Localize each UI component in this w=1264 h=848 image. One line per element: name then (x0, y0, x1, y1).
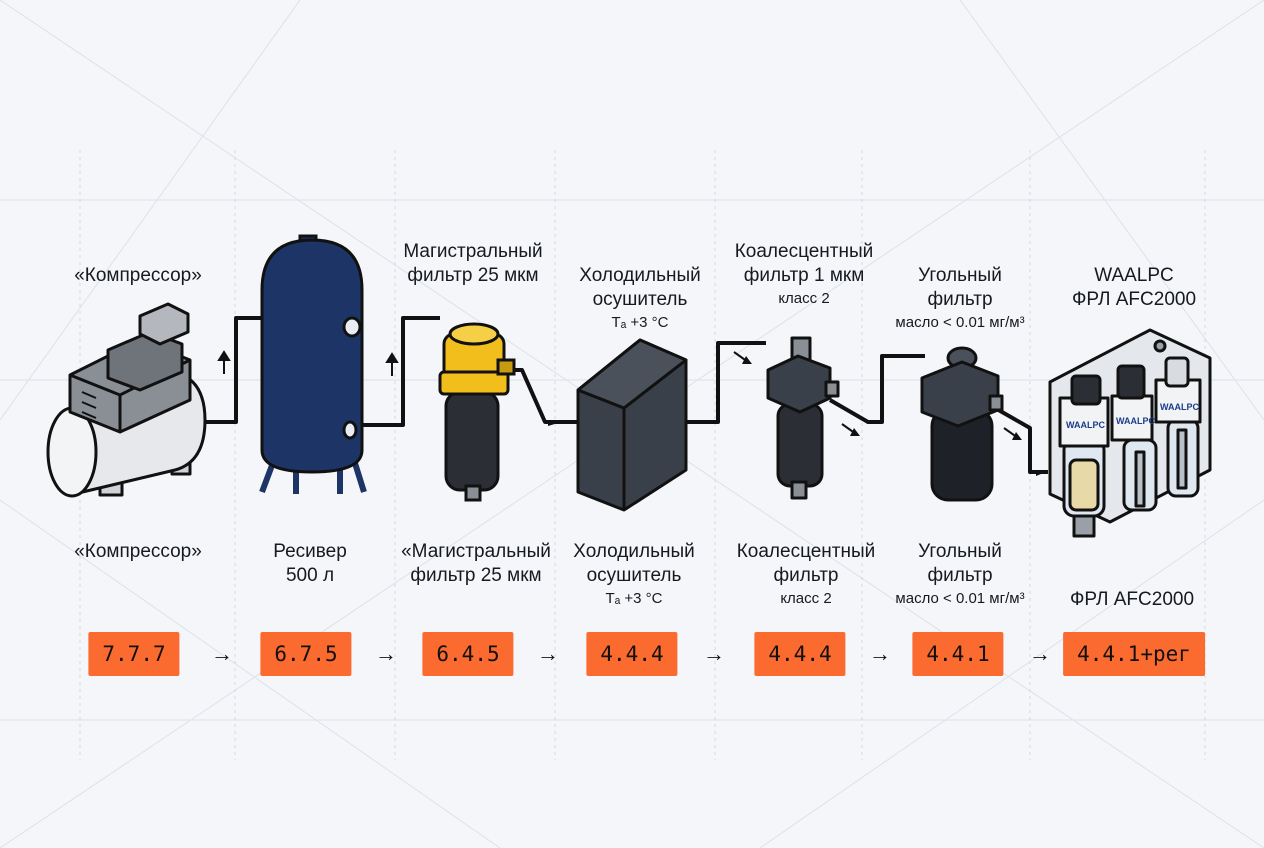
coalescent-filter-icon (766, 336, 840, 500)
top-label-coalescent: Коалесцентный фильтр 1 мкм класс 2 (734, 241, 874, 307)
frl-brand-labels: WAALPC WAALPC WAALPC (1066, 402, 1199, 430)
flow-arrow-5: → (869, 641, 891, 666)
flow-arrow-2: → (375, 641, 397, 666)
top-label-compressor: «Компрессор» (74, 265, 202, 286)
bottom-label-carbon: Угольный фильтр масло < 0.01 мг/м³ (895, 541, 1025, 607)
frl-unit-icon (1048, 328, 1212, 538)
bottom-label-frl: ФРЛ AFC2000 (1069, 589, 1195, 610)
class-badge-frl: 4.4.1+рег (1063, 632, 1205, 676)
compressor-icon (46, 302, 207, 498)
flow-arrow-1: → (211, 641, 233, 666)
bottom-label-compressor: «Компрессор» (74, 541, 202, 562)
svg-text:WAALPC: WAALPC (1116, 416, 1155, 426)
class-badge-coalescent: 4.4.4 (754, 632, 846, 676)
svg-text:WAALPC: WAALPC (1066, 420, 1105, 430)
top-label-carbon: Угольный фильтр масло < 0.01 мг/м³ (895, 265, 1025, 331)
flow-arrow-6: → (1029, 641, 1051, 666)
top-label-frl: WAALPC ФРЛ AFC2000 (1071, 265, 1197, 310)
class-badge-receiver: 6.7.5 (260, 632, 352, 676)
bottom-label-receiver: Ресивер 500 л (273, 541, 347, 586)
bottom-label-dryer: Холодильный осушитель Tₐ +3 °C (573, 541, 695, 607)
class-badge-compressor: 7.7.7 (88, 632, 180, 676)
refrigerated-dryer-icon (576, 338, 688, 512)
flow-arrow-3: → (537, 641, 559, 666)
main-filter-icon (438, 322, 516, 502)
carbon-filter-icon (920, 346, 1004, 502)
class-badge-main-filter: 6.4.5 (422, 632, 514, 676)
svg-text:WAALPC: WAALPC (1160, 402, 1199, 412)
class-badge-dryer: 4.4.4 (586, 632, 678, 676)
flow-arrow-4: → (703, 641, 725, 666)
top-label-main-filter: Магистральный фильтр 25 мкм (403, 241, 543, 286)
top-label-dryer: Холодильный осушитель Tₐ +3 °C (579, 265, 701, 331)
flow-direction-arrows (217, 316, 1046, 476)
class-badge-carbon: 4.4.1 (912, 632, 1004, 676)
receiver-tank-icon (259, 234, 367, 494)
bottom-label-main-filter: «Магистральный фильтр 25 мкм (401, 541, 551, 586)
bottom-label-coalescent: Коалесцентный фильтр класс 2 (736, 541, 876, 607)
